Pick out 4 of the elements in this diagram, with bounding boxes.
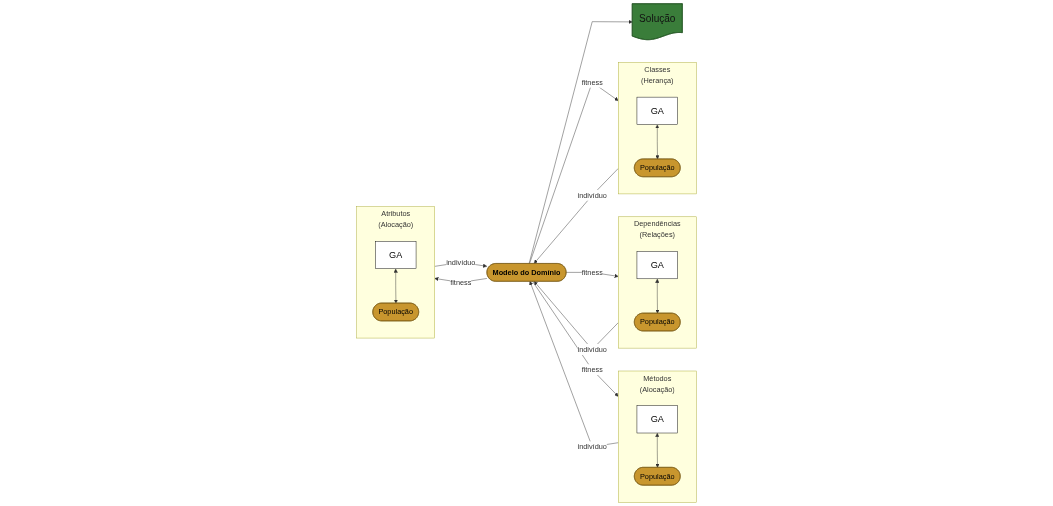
node-box: GA xyxy=(375,241,417,269)
node-box: GA xyxy=(636,251,678,280)
node-box: GA xyxy=(636,405,678,434)
node-box: GA xyxy=(636,96,678,125)
